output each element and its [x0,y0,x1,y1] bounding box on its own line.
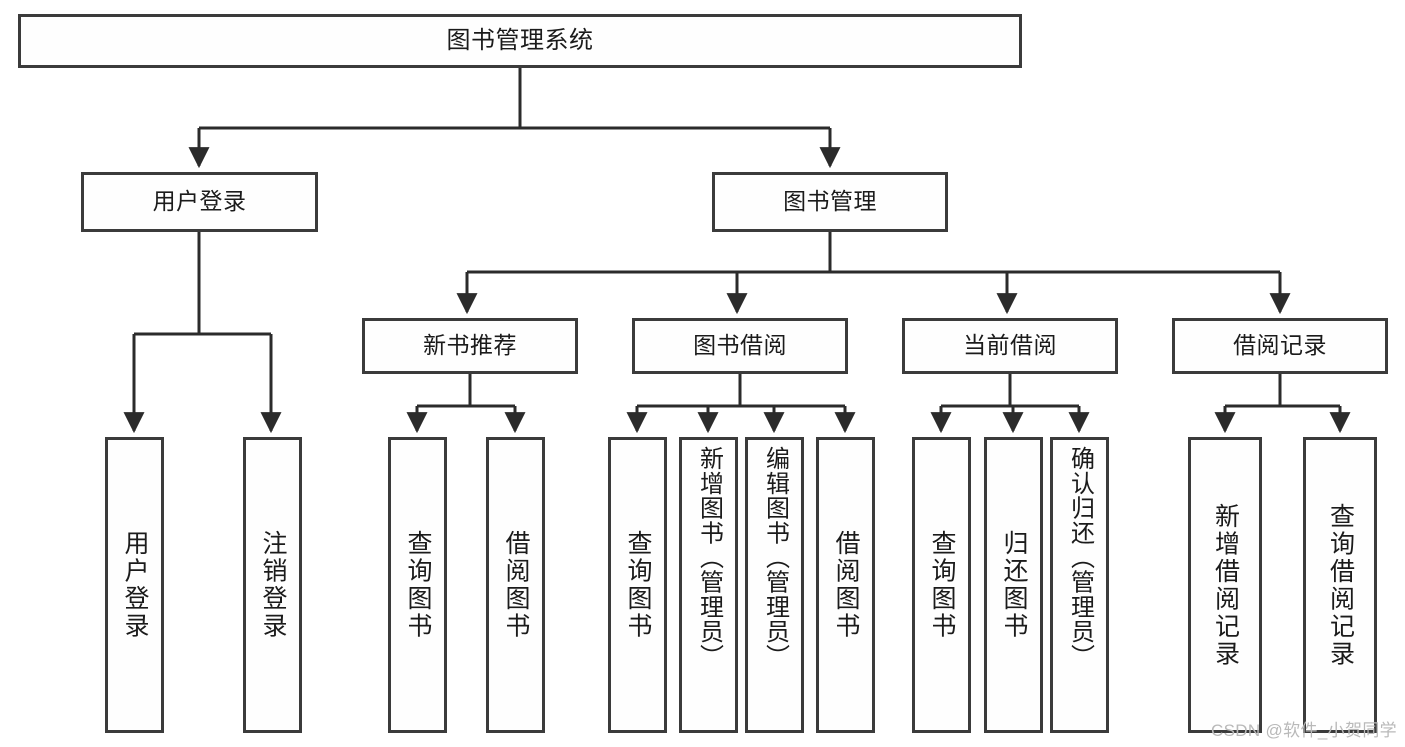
node-leaf-edit-book[interactable]: 编辑图书（管理员） [745,437,804,733]
node-label: 当前借阅 [963,332,1057,359]
node-leaf-borrow-book-1[interactable]: 借阅图书 [486,437,545,733]
node-label: 用户登录 [121,530,149,640]
node-leaf-borrow-book-2[interactable]: 借阅图书 [816,437,875,733]
node-label: 借阅记录 [1233,332,1327,359]
node-label: 查询图书 [928,530,956,640]
csdn-watermark: CSDN @软件_小贺同学 [1210,721,1397,740]
node-label: 新增图书（管理员） [695,446,723,669]
node-label: 借阅图书 [832,530,860,640]
node-leaf-user-login[interactable]: 用户登录 [105,437,164,733]
node-label: 新增借阅记录 [1211,502,1240,668]
node-label: 借阅图书 [502,530,530,640]
node-label: 确认归还（管理员） [1066,446,1094,669]
node-label: 编辑图书（管理员） [761,446,789,669]
node-leaf-query-book-3[interactable]: 查询图书 [912,437,971,733]
node-leaf-add-book[interactable]: 新增图书（管理员） [679,437,738,733]
node-leaf-confirm-return[interactable]: 确认归还（管理员） [1050,437,1109,733]
node-label: 图书管理 [783,188,877,215]
node-leaf-query-book-2[interactable]: 查询图书 [608,437,667,733]
node-label: 新书推荐 [423,332,517,359]
node-user-login[interactable]: 用户登录 [81,172,318,232]
node-label: 查询图书 [404,530,432,640]
node-label: 查询图书 [624,530,652,640]
node-leaf-query-record[interactable]: 查询借阅记录 [1303,437,1377,733]
node-label: 用户登录 [152,188,247,215]
node-root-system[interactable]: 图书管理系统 [18,14,1022,68]
node-leaf-logout[interactable]: 注销登录 [243,437,302,733]
node-label: 图书管理系统 [446,26,594,54]
node-label: 注销登录 [259,530,287,640]
node-leaf-return-book[interactable]: 归还图书 [984,437,1043,733]
node-label: 图书借阅 [693,332,787,359]
node-borrow-record[interactable]: 借阅记录 [1172,318,1388,374]
node-current-borrow[interactable]: 当前借阅 [902,318,1118,374]
node-new-book-recommend[interactable]: 新书推荐 [362,318,578,374]
node-leaf-add-record[interactable]: 新增借阅记录 [1188,437,1262,733]
node-book-borrow[interactable]: 图书借阅 [632,318,848,374]
node-leaf-query-book-1[interactable]: 查询图书 [388,437,447,733]
node-label: 查询借阅记录 [1326,502,1355,668]
node-book-management[interactable]: 图书管理 [712,172,948,232]
node-label: 归还图书 [1000,530,1028,640]
